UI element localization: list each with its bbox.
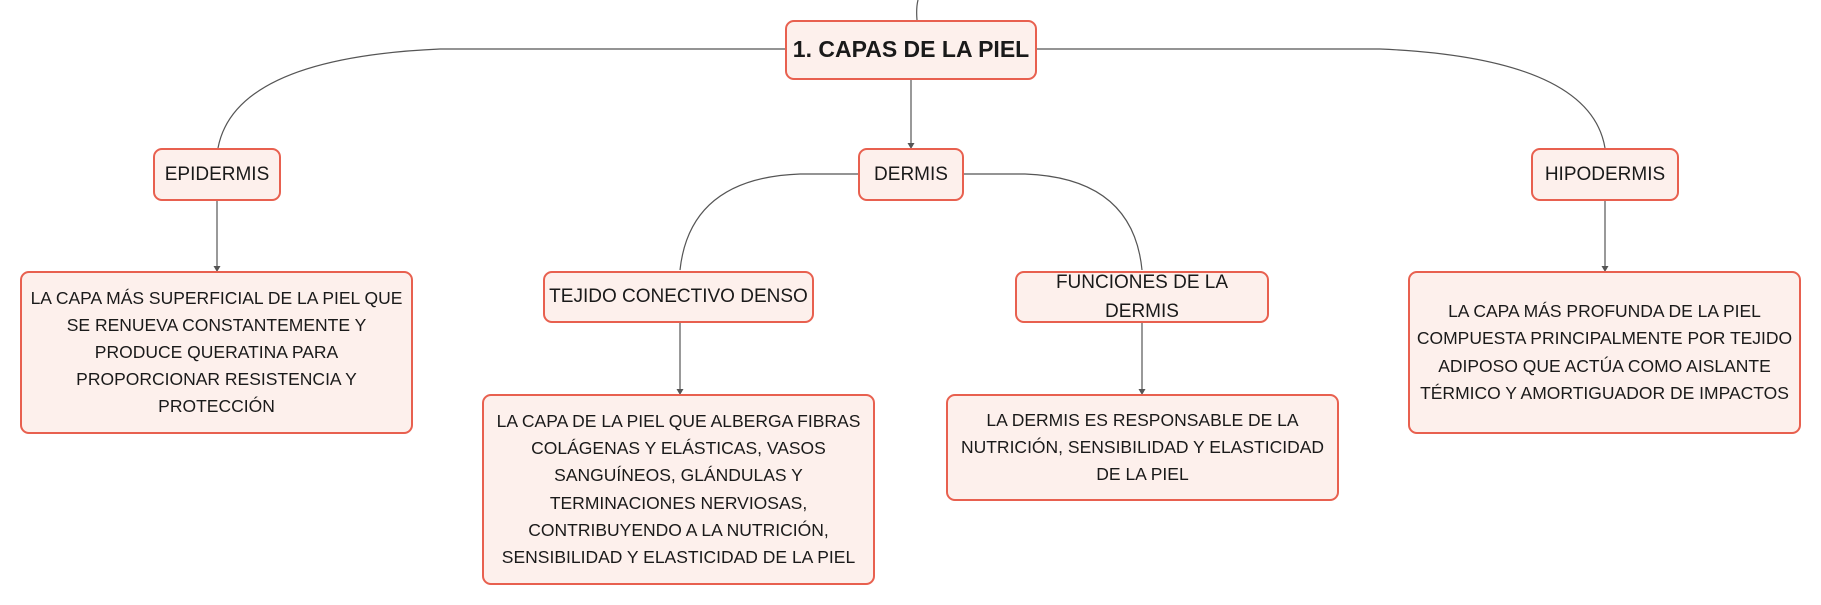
arrow-dermis: [907, 143, 915, 149]
funciones-dermis-label: FUNCIONES DE LA DERMIS: [1055, 271, 1229, 322]
dermis-label: DERMIS: [874, 163, 948, 185]
funciones-dermis-node[interactable]: FUNCIONES DE LA DERMIS: [1015, 271, 1269, 323]
arrow-funciones-desc: [1138, 389, 1146, 395]
epidermis-description-node[interactable]: LA CAPA MÁS SUPERFICIAL DE LA PIEL QUE S…: [20, 271, 413, 434]
epidermis-description: LA CAPA MÁS SUPERFICIAL DE LA PIEL QUE S…: [30, 287, 403, 417]
root-node[interactable]: 1. CAPAS DE LA PIEL: [785, 20, 1037, 80]
connector-parent: [916, 0, 919, 21]
arrow-hipodermis-desc: [1601, 266, 1609, 272]
funciones-description: LA DERMIS ES RESPONSABLE DE LA NUTRICIÓN…: [960, 409, 1325, 485]
connector-dermis-tejido: [679, 173, 858, 271]
root-label: 1. CAPAS DE LA PIEL: [792, 36, 1030, 63]
tejido-conectivo-node[interactable]: TEJIDO CONECTIVO DENSO: [543, 271, 814, 323]
dermis-node[interactable]: DERMIS: [858, 148, 964, 201]
hipodermis-description: LA CAPA MÁS PROFUNDA DE LA PIEL COMPUEST…: [1416, 301, 1793, 403]
hipodermis-node[interactable]: HIPODERMIS: [1531, 148, 1679, 201]
hipodermis-description-node[interactable]: LA CAPA MÁS PROFUNDA DE LA PIEL COMPUEST…: [1408, 271, 1801, 434]
tejido-conectivo-label: TEJIDO CONECTIVO DENSO: [549, 286, 808, 308]
connector-root-hipodermis: [1037, 48, 1606, 149]
funciones-description-node[interactable]: LA DERMIS ES RESPONSABLE DE LA NUTRICIÓN…: [946, 394, 1339, 501]
arrow-tejido-desc: [676, 389, 684, 395]
connector-root-epidermis: [217, 48, 785, 149]
tejido-description-node[interactable]: LA CAPA DE LA PIEL QUE ALBERGA FIBRAS CO…: [482, 394, 875, 585]
connector-dermis-funciones: [964, 173, 1143, 271]
epidermis-node[interactable]: EPIDERMIS: [153, 148, 281, 201]
hipodermis-label: HIPODERMIS: [1544, 163, 1666, 185]
arrow-epidermis-desc: [213, 266, 221, 272]
epidermis-label: EPIDERMIS: [164, 163, 270, 185]
tejido-description: LA CAPA DE LA PIEL QUE ALBERGA FIBRAS CO…: [496, 411, 861, 567]
